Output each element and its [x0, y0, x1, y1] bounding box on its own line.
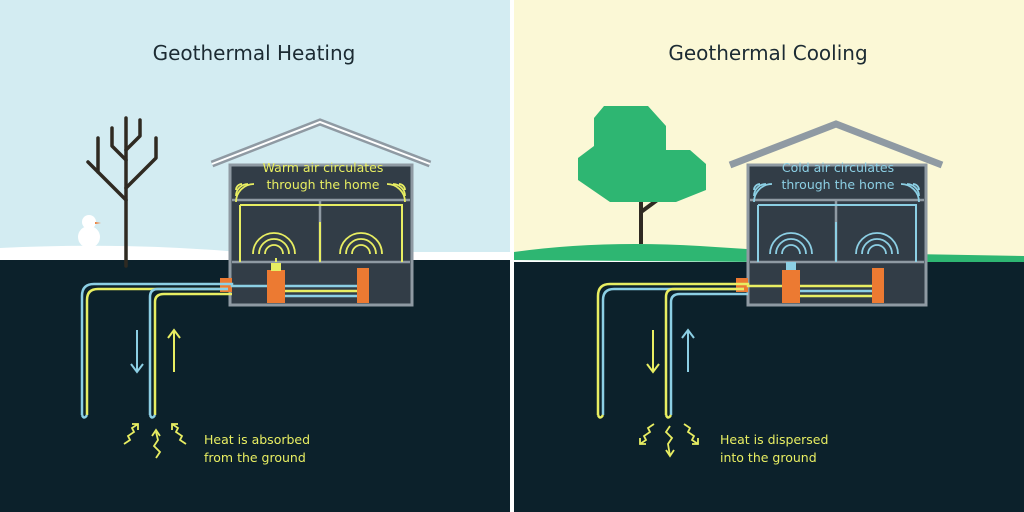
heating-ground-text-line2: from the ground [204, 450, 306, 465]
cooling-down-arrow-icon [646, 330, 660, 374]
leafy-tree-icon [578, 106, 706, 244]
bare-tree-icon [86, 116, 158, 268]
cooling-panel: Geothermal Cooling Cold air circulates t… [514, 0, 1024, 512]
cooling-ground-text-line2: into the ground [720, 450, 817, 465]
heating-ground-text-line1: Heat is absorbed [204, 432, 310, 447]
cooling-up-arrow-icon [681, 328, 695, 372]
heating-house-text-line1: Warm air circulates [263, 160, 384, 175]
heat-disperse-arrows-icon [639, 423, 699, 458]
cooling-ground-text-line1: Heat is dispersed [720, 432, 828, 447]
cooling-ducts [757, 204, 917, 262]
heat-absorb-arrows-icon [123, 423, 187, 459]
heating-pumps [220, 263, 369, 303]
snowman-icon [78, 215, 101, 248]
cooling-house-text-line2: through the home [781, 177, 894, 192]
cooling-pumps [736, 262, 884, 303]
cooling-ground-loop [596, 282, 872, 419]
warm-air-waves-icon [235, 183, 406, 255]
heating-ducts [239, 204, 403, 262]
heating-ground-loop [80, 282, 357, 419]
panel-divider [510, 0, 514, 512]
heating-panel: Geothermal Heating Warm air circulates t… [0, 0, 510, 512]
heating-house-text-line2: through the home [266, 177, 379, 192]
cool-air-waves-icon [753, 183, 920, 255]
cooling-house-text-line1: Cold air circulates [782, 160, 894, 175]
heating-up-arrow-icon [167, 328, 181, 372]
heating-down-arrow-icon [130, 330, 144, 374]
cooling-title: Geothermal Cooling [668, 41, 867, 65]
heating-title: Geothermal Heating [153, 41, 356, 65]
